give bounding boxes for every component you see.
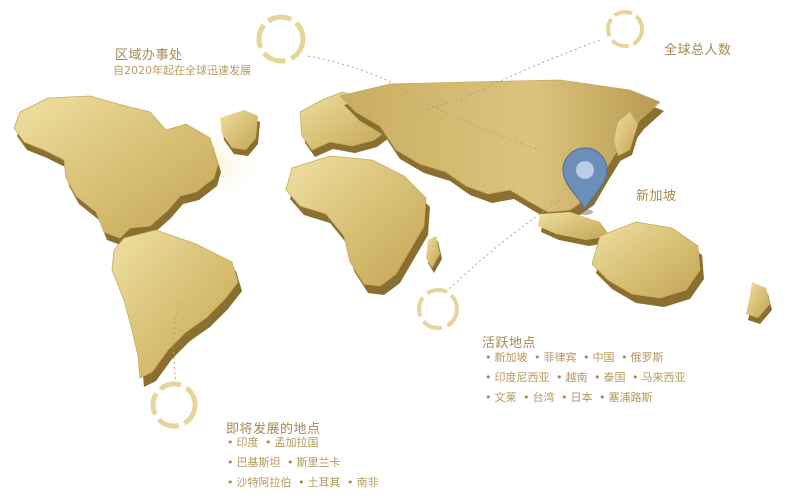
connection-lines [173, 39, 601, 385]
active-locations-row: •文莱 •台湾 •日本 •塞浦路斯 [485, 391, 653, 404]
upcoming-locations-row: •巴基斯坦 •斯里兰卡 [227, 456, 341, 469]
active-locations-list: •新加坡 •菲律宾 •中国 •俄罗斯 •印度尼西亚 •越南 •泰国 •马来西亚 … [482, 348, 686, 408]
location-item: 巴基斯坦 [236, 456, 281, 469]
location-item: 马来西亚 [641, 371, 686, 384]
upcoming-locations-list: •印度 •孟加拉国 •巴基斯坦 •斯里兰卡 •沙特阿拉伯 •土耳其 •南非 [224, 433, 379, 493]
upcoming-locations-row: •印度 •孟加拉国 [227, 436, 319, 449]
location-item: 菲律宾 [543, 351, 577, 364]
global-total-title: 全球总人数 [664, 43, 732, 58]
active-locations-row: •新加坡 •菲律宾 •中国 •俄罗斯 [485, 351, 664, 364]
ring-regional-office [256, 14, 306, 64]
continent-north-america [13, 95, 260, 246]
location-item: 南非 [356, 476, 379, 489]
upcoming-locations-title: 即将发展的地点 [226, 422, 321, 437]
location-item: 日本 [570, 391, 593, 404]
location-item: 印度尼西亚 [494, 371, 550, 384]
location-item: 塞浦路斯 [608, 391, 653, 404]
regional-office-subtitle: 自2020年起在全球迅速发展 [113, 64, 251, 77]
continent-africa [285, 155, 442, 295]
continent-australia [591, 221, 772, 324]
location-item: 文莱 [494, 391, 517, 404]
location-item: 中国 [592, 351, 615, 364]
location-item: 印度 [236, 436, 259, 449]
location-item: 俄罗斯 [630, 351, 664, 364]
continent-south-america [111, 229, 242, 387]
ring-active-locations [417, 288, 459, 330]
active-locations-row: •印度尼西亚 •越南 •泰国 •马来西亚 [485, 371, 686, 384]
location-item: 泰国 [603, 371, 626, 384]
upcoming-locations-row: •沙特阿拉伯 •土耳其 •南非 [227, 476, 379, 489]
active-locations-title: 活跃地点 [482, 336, 537, 351]
location-item: 台湾 [532, 391, 555, 404]
regional-office-title: 区域办事处 [115, 48, 183, 63]
pin-location-label: 新加坡 [636, 189, 677, 204]
location-item: 沙特阿拉伯 [236, 476, 292, 489]
location-item: 土耳其 [307, 476, 341, 489]
location-item: 斯里兰卡 [296, 456, 341, 469]
ring-upcoming-locations [150, 381, 198, 429]
location-item: 孟加拉国 [274, 436, 319, 449]
location-item: 新加坡 [494, 351, 528, 364]
location-pin-icon[interactable] [562, 147, 608, 215]
location-item: 越南 [565, 371, 588, 384]
ring-global-total [606, 10, 644, 48]
